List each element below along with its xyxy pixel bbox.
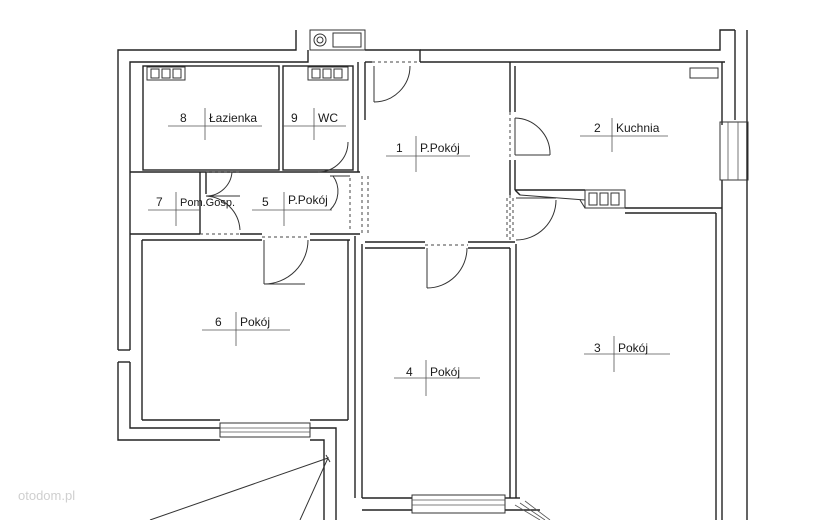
radiator-kitchen bbox=[584, 189, 626, 209]
room-6-label: Pokój bbox=[240, 315, 270, 329]
door-entrance bbox=[372, 61, 420, 103]
window-room-4 bbox=[411, 494, 506, 514]
door-storage bbox=[200, 195, 241, 235]
room-8-label: Łazienka bbox=[209, 111, 257, 125]
door-hall-5 bbox=[329, 175, 351, 232]
ventilation-unit bbox=[309, 29, 366, 51]
room-2-number: 2 bbox=[594, 121, 601, 135]
room-1-number: 1 bbox=[396, 141, 403, 155]
windows bbox=[219, 121, 749, 514]
radiators bbox=[146, 29, 626, 209]
room-2-label: Kuchnia bbox=[616, 121, 660, 135]
room-labels: 8 Łazienka 9 WC 1 P.Pokój 2 Kuchnia 7 Po… bbox=[156, 111, 660, 379]
door-room-6 bbox=[262, 236, 310, 285]
room-6-number: 6 bbox=[215, 315, 222, 329]
room-1-label: P.Pokój bbox=[420, 141, 460, 155]
room-3-label: Pokój bbox=[618, 341, 648, 355]
room-7-label: Pom.Gosp. bbox=[180, 197, 235, 209]
room-5-number: 5 bbox=[262, 195, 269, 209]
radiator-bathroom bbox=[146, 66, 186, 81]
door-kitchen bbox=[509, 112, 551, 160]
watermark: otodom.pl bbox=[18, 488, 75, 503]
doors bbox=[200, 61, 557, 289]
room-8-number: 8 bbox=[180, 111, 187, 125]
window-room-6 bbox=[219, 422, 311, 438]
outer-walls bbox=[117, 29, 748, 520]
room-3-number: 3 bbox=[594, 341, 601, 355]
door-room-4 bbox=[425, 244, 468, 289]
radiator-wc bbox=[307, 66, 349, 81]
room-4-number: 4 bbox=[406, 365, 413, 379]
door-room-3 bbox=[509, 195, 557, 241]
opening-hall bbox=[361, 176, 514, 240]
door-bathroom bbox=[205, 171, 240, 197]
balcony bbox=[149, 454, 331, 521]
room-4-label: Pokój bbox=[430, 365, 460, 379]
room-7-number: 7 bbox=[156, 195, 163, 209]
door-wc bbox=[317, 141, 349, 173]
room-5-label: P.Pokój bbox=[288, 193, 328, 207]
window-kitchen bbox=[719, 121, 749, 181]
room-9-label: WC bbox=[318, 111, 338, 125]
label-crosshairs bbox=[148, 108, 670, 396]
stair-hint bbox=[514, 500, 551, 521]
interior-walls bbox=[130, 62, 722, 520]
room-9-number: 9 bbox=[291, 111, 298, 125]
